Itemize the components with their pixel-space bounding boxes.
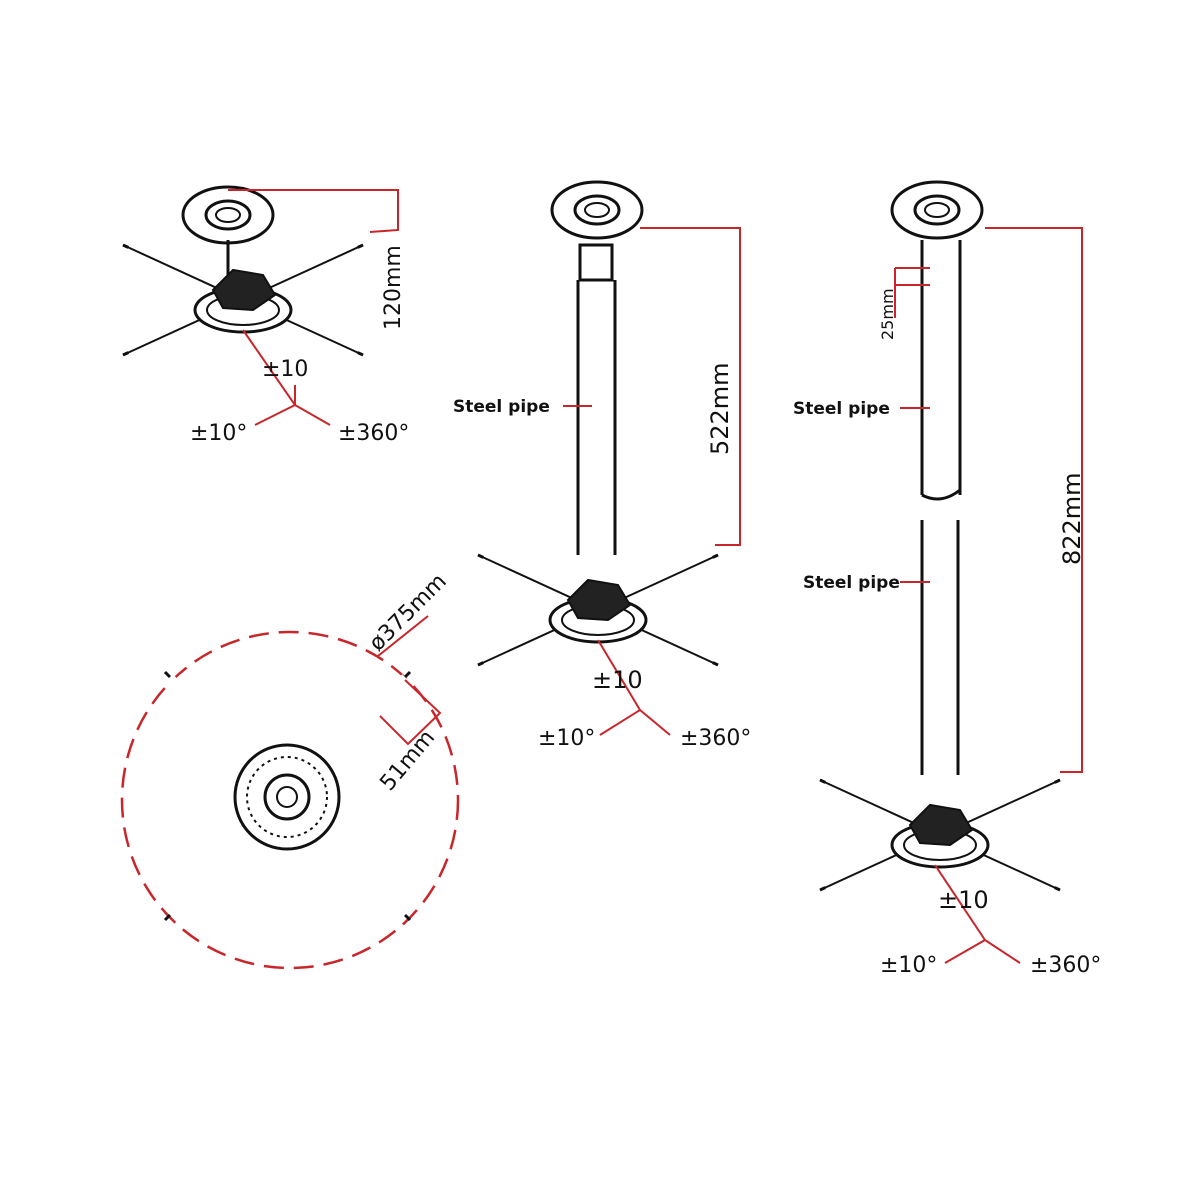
arm-51mm-label: 51mm: [375, 726, 440, 796]
diameter-375mm-label: ø375mm: [365, 569, 452, 656]
tilt-label-1: ±10: [262, 357, 308, 382]
side-label-2: ±10°: [538, 726, 595, 751]
height-822mm-label: 822mm: [1058, 472, 1086, 565]
adjust-step-25mm-label: 25mm: [878, 288, 897, 340]
short-mount-view: 120mm ±10 ±10° ±360°: [123, 185, 409, 446]
side-label-3: ±10°: [880, 953, 937, 978]
height-120mm-label: 120mm: [381, 245, 406, 330]
top-view: ø375mm 51mm: [120, 569, 460, 970]
swivel-label-3: ±360°: [1030, 953, 1101, 978]
height-522mm-label: 522mm: [706, 362, 734, 455]
medium-mount-view: 522mm Steel pipe ±10 ±10° ±360°: [453, 180, 751, 751]
swivel-label-2: ±360°: [680, 726, 751, 751]
side-label-1: ±10°: [190, 421, 247, 446]
tilt-label-3: ±10: [938, 886, 989, 914]
swivel-label-1: ±360°: [338, 421, 409, 446]
long-mount-view: 822mm 25mm Steel pipe Steel pipe ±10 ±10…: [793, 180, 1101, 978]
steel-pipe-callout-3b: Steel pipe: [803, 573, 900, 593]
tilt-label-2: ±10: [592, 666, 643, 694]
steel-pipe-callout-3a: Steel pipe: [793, 399, 890, 419]
steel-pipe-callout-2: Steel pipe: [453, 397, 550, 417]
